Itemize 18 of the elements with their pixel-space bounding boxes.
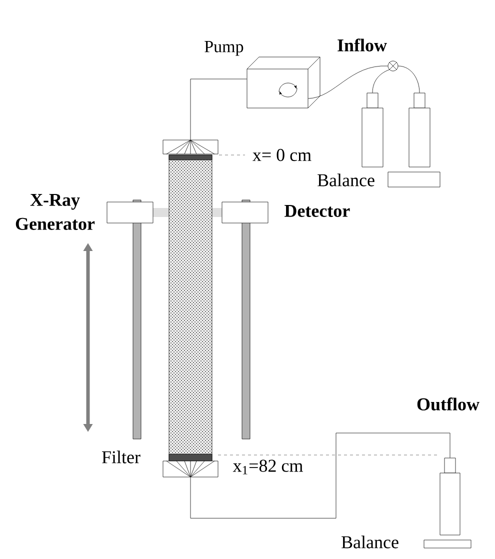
bottle <box>440 458 460 536</box>
device-label: Detector <box>284 205 350 217</box>
annotation: Filter <box>102 450 140 464</box>
tube <box>190 78 247 140</box>
pump-label: Pump <box>204 41 244 56</box>
flow-label: Inflow <box>338 38 387 52</box>
device-label: Balance <box>342 536 398 548</box>
device-label: Balance <box>318 174 374 186</box>
valve-symbol <box>388 60 398 72</box>
soil-column <box>162 140 218 478</box>
tube <box>190 432 450 518</box>
annotation: x$_{1}$=82 cm <box>232 460 303 474</box>
device-label: X-Ray Generator <box>16 194 95 230</box>
tube <box>308 66 388 99</box>
bottle <box>408 92 430 168</box>
flow-label: Outflow <box>417 398 480 410</box>
annotation: x= 0 cm <box>252 148 312 162</box>
bottle <box>362 92 384 168</box>
